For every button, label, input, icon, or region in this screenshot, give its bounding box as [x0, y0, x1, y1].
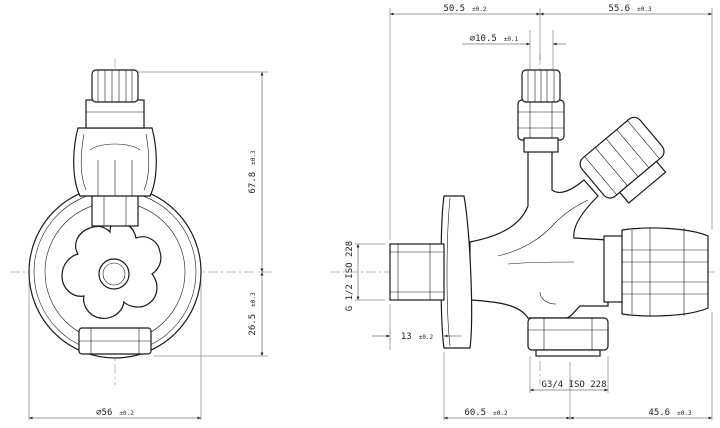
dim-height-upper: 67.8 ±0.3 [242, 150, 259, 194]
side-view: 50.5 ±0.2 55.6 ±0.3 ⌀10.5 ±0.1 G 1/2 ISO… [330, 0, 715, 420]
dim-height-lower-value: 26.5 [248, 314, 258, 336]
dim-inlet-length: 13 ±0.2 [401, 326, 434, 343]
right-wheel [621, 227, 709, 317]
dim-top-right: 55.6 ±0.3 [608, 0, 652, 15]
dim-inlet-length-value: 13 [401, 332, 412, 342]
dim-bottom-right-value: 45.6 [648, 408, 670, 418]
upper-neck [523, 137, 559, 153]
dim-height-lower-tol: ±0.3 [250, 292, 257, 307]
dim-height-upper-value: 67.8 [248, 172, 258, 194]
dim-height-upper-tol: ±0.3 [250, 150, 257, 165]
dim-bottom-right-tol: ±0.3 [677, 410, 692, 417]
front-view: 67.8 ±0.3 26.5 ±0.3 ⌀56 ±0.2 [10, 58, 275, 420]
dim-diameter-tol: ±0.2 [119, 410, 134, 417]
bottom-nut [527, 317, 609, 351]
angled-knob [579, 116, 667, 204]
dim-height-lower: 26.5 ±0.3 [242, 292, 259, 336]
dim-top-left-value: 50.5 [443, 4, 465, 14]
dim-top-left: 50.5 ±0.2 [443, 0, 487, 15]
dim-thread-outlet: G3/4 ISO 228 [541, 380, 606, 390]
dim-bottom-left-tol: ±0.2 [493, 410, 508, 417]
top-connector [91, 69, 139, 103]
upper-nut [517, 99, 565, 141]
dim-top-left-tol: ±0.2 [472, 6, 487, 13]
side-flange [440, 195, 473, 349]
dim-thread-inlet: G 1/2 ISO 228 [345, 241, 355, 311]
stem [91, 191, 139, 227]
dim-top-right-value: 55.6 [608, 4, 630, 14]
dim-bore-value: ⌀10.5 [470, 34, 497, 44]
dim-bore-tol: ±0.1 [504, 36, 519, 43]
top-nut [85, 99, 145, 129]
dim-inlet-length-tol: ±0.2 [419, 334, 434, 341]
dim-bottom-left: 60.5 ±0.2 [464, 402, 508, 419]
dim-bottom-left-value: 60.5 [464, 408, 486, 418]
dim-top-right-tol: ±0.3 [637, 6, 652, 13]
dim-bottom-right: 45.6 ±0.3 [648, 402, 692, 419]
inlet-thread [389, 243, 445, 301]
dim-diameter-value: ⌀56 [96, 408, 112, 418]
valve-body [469, 149, 609, 319]
dim-diameter: ⌀56 ±0.2 [96, 402, 134, 419]
dim-bore: ⌀10.5 ±0.1 [470, 28, 519, 45]
